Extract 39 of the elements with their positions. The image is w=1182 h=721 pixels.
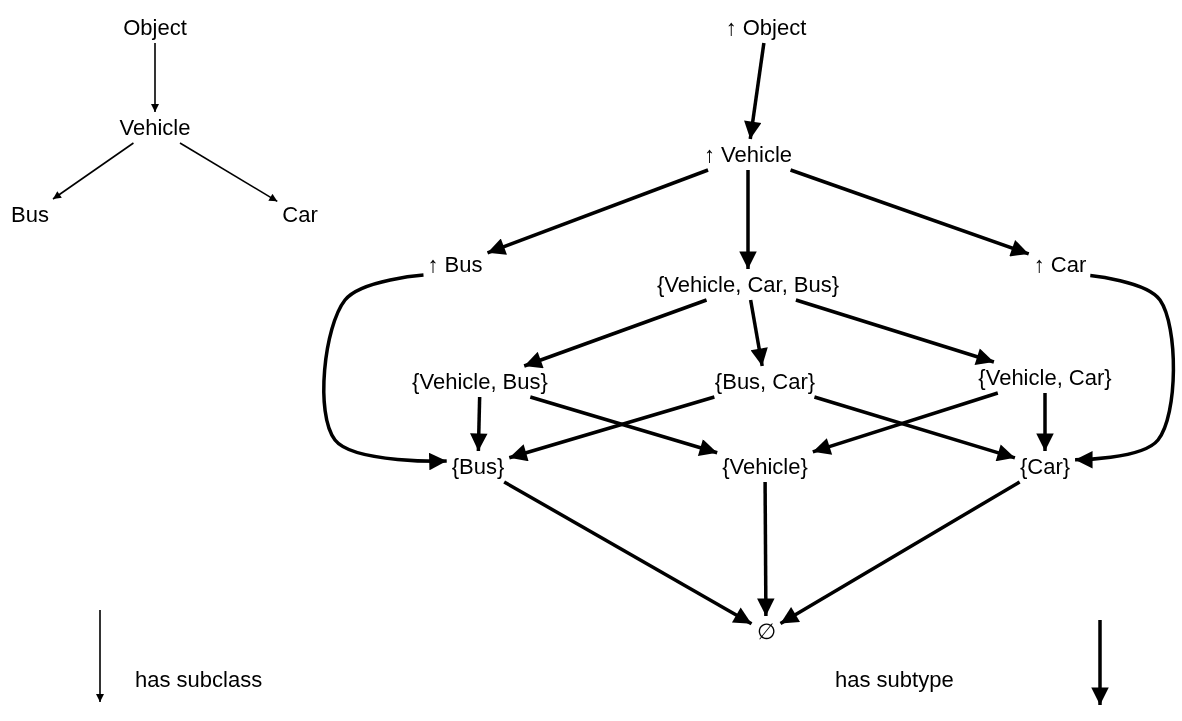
type-label: {Car} [1016, 453, 1074, 481]
arrow [757, 482, 775, 616]
type-label: ↑ Vehicle [700, 141, 796, 169]
type-label: {Vehicle, Car} [975, 364, 1115, 392]
type-label: {Bus} [448, 453, 508, 481]
type-label: {Vehicle, Car, Bus} [653, 271, 843, 299]
legend-label: has subtype [835, 667, 954, 693]
arrow [151, 42, 159, 113]
type-label: Bus [8, 201, 52, 229]
arrow [179, 142, 279, 203]
type-label: ↑ Object [722, 14, 810, 42]
arrow [812, 391, 999, 455]
arrow [739, 170, 757, 269]
arrow [1036, 393, 1054, 451]
arrow [1075, 273, 1176, 469]
legend-label: has subclass [135, 667, 263, 693]
arrow [52, 142, 135, 200]
arrow [322, 273, 447, 471]
arrow [529, 395, 718, 457]
arrow [523, 298, 708, 369]
type-label: {Vehicle, Bus} [409, 368, 551, 396]
type-label: ∅ [753, 618, 779, 646]
type-label: Vehicle [116, 114, 194, 142]
arrow [470, 396, 488, 452]
arrow [744, 42, 766, 140]
arrow [486, 168, 709, 255]
type-label: {Bus, Car} [711, 368, 819, 396]
arrow [503, 480, 753, 626]
type-label: ↑ Bus [424, 251, 486, 279]
type-label: Object [120, 14, 190, 42]
type-label: ↑ Car [1030, 251, 1090, 279]
type-label: {Vehicle} [719, 453, 811, 481]
type-label: Car [279, 201, 321, 229]
arrow [789, 168, 1030, 257]
arrow [748, 299, 768, 367]
arrow [813, 395, 1016, 462]
arrow [795, 298, 995, 366]
arrow [508, 395, 715, 462]
arrow [779, 480, 1021, 625]
